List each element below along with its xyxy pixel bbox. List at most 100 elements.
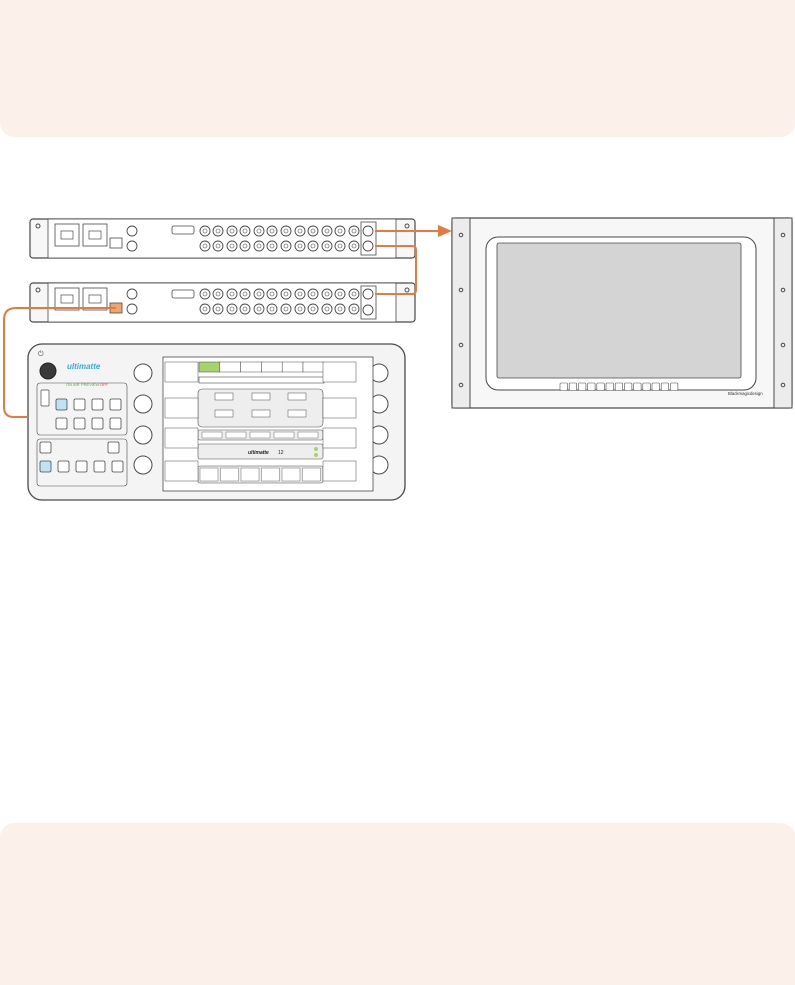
bottom-button[interactable]: [302, 467, 321, 482]
screen-bottom-items: [199, 467, 321, 482]
monitor-control-button[interactable]: [559, 382, 568, 391]
sdi-input-connector: [362, 304, 374, 316]
serial-port: [171, 225, 195, 235]
bnc-pin: [324, 243, 330, 249]
bnc-pin: [269, 243, 275, 249]
power-knob[interactable]: [39, 362, 57, 380]
mounting-hole: [780, 382, 786, 388]
row-button[interactable]: [225, 431, 247, 439]
monitor-control-button[interactable]: [578, 382, 587, 391]
bnc-pin: [324, 306, 330, 312]
menu-item[interactable]: [287, 392, 307, 401]
mounting-hole: [458, 232, 464, 238]
screen-menu-items: [214, 392, 307, 418]
reference-connector: [126, 225, 138, 237]
key-select-button[interactable]: [55, 417, 68, 430]
mounting-hole: [458, 287, 464, 293]
parameter-readout: [322, 397, 357, 419]
monitor-control-button[interactable]: [660, 382, 670, 391]
rotary-knob[interactable]: [133, 425, 153, 445]
bnc-pin: [242, 306, 248, 312]
bnc-pin: [283, 228, 289, 234]
preset-button[interactable]: [93, 460, 106, 473]
key-select-button[interactable]: [73, 417, 86, 430]
monitor-brand: Blackmagicdesign: [728, 391, 763, 396]
screen-tab[interactable]: [198, 361, 221, 373]
monitor-control-button[interactable]: [642, 382, 651, 391]
bnc-connector: [253, 225, 265, 237]
bnc-connector: [253, 303, 265, 315]
key-select-button[interactable]: [91, 417, 104, 430]
bottom-button[interactable]: [281, 467, 301, 482]
preset-button[interactable]: [107, 441, 120, 454]
bnc-pin: [202, 306, 208, 312]
key-select-button[interactable]: [109, 398, 122, 411]
off-label: OFF: [100, 382, 109, 387]
bottom-button[interactable]: [220, 467, 239, 482]
row-button[interactable]: [249, 431, 271, 439]
bnc-pin: [324, 228, 330, 234]
row-button[interactable]: [297, 431, 319, 439]
rack-ear-holes: [458, 232, 786, 388]
bnc-connector: [212, 303, 224, 315]
bnc-connector: [239, 303, 251, 315]
bnc-pin: [283, 291, 289, 297]
power-inputs: [54, 287, 108, 311]
bottom-note-panel: [0, 823, 795, 985]
monitor-control-button[interactable]: [614, 382, 624, 391]
monitor-control-button[interactable]: [605, 382, 614, 391]
preset-button[interactable]: [57, 460, 70, 473]
monitor-control-button[interactable]: [596, 382, 605, 391]
monitor-control-button[interactable]: [670, 382, 679, 391]
key-select-button[interactable]: [73, 398, 86, 411]
screen-tab[interactable]: [302, 361, 325, 373]
bnc-connector: [348, 303, 360, 315]
menu-item[interactable]: [251, 409, 271, 418]
bottom-button[interactable]: [261, 467, 280, 482]
bottom-button[interactable]: [199, 467, 219, 482]
rotary-knob[interactable]: [133, 394, 153, 414]
menu-item[interactable]: [214, 392, 234, 401]
bnc-connector: [239, 225, 251, 237]
preset-button[interactable]: [111, 460, 124, 473]
screen-tab[interactable]: [219, 361, 241, 373]
screen-tab[interactable]: [240, 361, 262, 373]
preset-button[interactable]: [39, 441, 52, 454]
bnc-connector: [212, 288, 224, 300]
bnc-pin: [297, 228, 303, 234]
monitor-control-button[interactable]: [651, 382, 660, 391]
monitor-control-button[interactable]: [587, 382, 596, 391]
bnc-pin: [229, 228, 235, 234]
mounting-hole: [780, 287, 786, 293]
menu-item[interactable]: [287, 409, 307, 418]
bnc-pin: [229, 291, 235, 297]
parameter-readout: [322, 427, 357, 449]
row-button[interactable]: [201, 431, 223, 439]
bnc-connector: [280, 225, 292, 237]
bnc-connector: [321, 303, 333, 315]
bnc-connector: [266, 240, 278, 252]
monitor-control-button[interactable]: [568, 382, 578, 391]
power-inputs: [54, 223, 108, 247]
preset-button[interactable]: [75, 460, 88, 473]
key-select-button[interactable]: [55, 398, 68, 411]
monitor-control-button[interactable]: [633, 382, 642, 391]
screen-logo-version: 12: [278, 450, 284, 456]
menu-item[interactable]: [251, 392, 271, 401]
screen-tab[interactable]: [281, 361, 304, 373]
rotary-knob[interactable]: [133, 455, 153, 475]
sdi-input-connector: [362, 240, 374, 252]
key-select-button[interactable]: [109, 417, 122, 430]
rotary-knob[interactable]: [133, 363, 153, 383]
row-button[interactable]: [273, 431, 295, 439]
key-select-button[interactable]: [91, 398, 104, 411]
bnc-connector: [266, 303, 278, 315]
sdi-output-connector: [362, 225, 374, 237]
menu-item[interactable]: [214, 409, 234, 418]
preset-button[interactable]: [39, 460, 52, 473]
bnc-connectors: [126, 225, 360, 252]
bottom-button[interactable]: [240, 467, 260, 482]
mounting-hole: [458, 342, 464, 348]
monitor-control-button[interactable]: [624, 382, 633, 391]
screen-tab[interactable]: [261, 361, 283, 373]
